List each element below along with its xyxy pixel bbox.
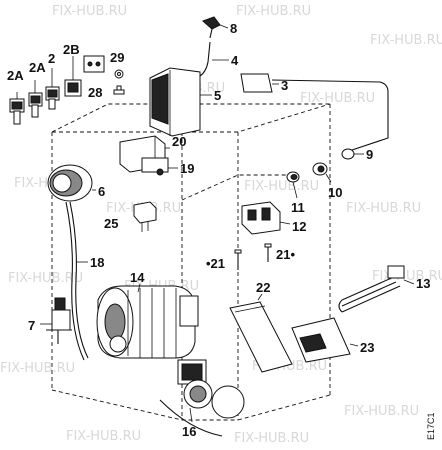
label-7: 7 (28, 318, 35, 333)
pump-16 (159, 359, 245, 437)
label-3: 3 (281, 78, 288, 93)
label-21-left: •21 (206, 256, 225, 271)
sensor-10 (312, 162, 332, 183)
watermark: FIX-HUB.RU (370, 33, 442, 48)
label-11: 11 (291, 200, 305, 215)
label-25: 25 (104, 216, 118, 231)
watermark: FIX-HUB.RU (8, 271, 83, 286)
label-6: 6 (98, 184, 105, 199)
watermark: FIX-HUB.RU (52, 4, 127, 19)
component-19 (141, 157, 178, 176)
label-23: 23 (360, 340, 374, 355)
label-13: 13 (416, 276, 430, 291)
watermark: FIX-HUB.RU (344, 404, 419, 419)
screw-21-left (234, 249, 242, 270)
sensor-9 (341, 148, 364, 160)
label-29: 29 (110, 50, 124, 65)
watermark: FIX-HUB.RU (0, 361, 75, 376)
label-22: 22 (256, 280, 270, 295)
label-8: 8 (230, 21, 237, 36)
clip-8 (202, 16, 229, 39)
module-22 (229, 293, 293, 373)
screw-28 (113, 85, 125, 95)
component-5 (149, 67, 212, 137)
label-20: 20 (172, 134, 186, 149)
label-10: 10 (328, 185, 342, 200)
label-2a-left: 2A (7, 68, 24, 83)
watermark: FIX-HUB.RU (234, 431, 309, 446)
label-28: 28 (88, 85, 102, 100)
label-2a-right: 2A (29, 60, 46, 75)
label-9: 9 (366, 147, 373, 162)
component-25 (133, 201, 157, 232)
watermark: FIX-HUB.RU (236, 4, 311, 19)
label-4: 4 (231, 53, 239, 68)
wire-4 (199, 41, 229, 77)
label-12: 12 (292, 219, 306, 234)
screw-21-right (264, 243, 272, 262)
label-16: 16 (182, 424, 196, 439)
door-lock-12 (241, 201, 291, 235)
motor-14 (96, 283, 199, 359)
selector-switch-2b (64, 55, 105, 97)
circuit-board-23 (291, 317, 359, 363)
selector-switch-2a-left (9, 92, 25, 125)
diagram-code: E17C1 (426, 412, 436, 440)
pressure-switch-6 (47, 164, 96, 202)
watermark: FIX-HUB.RU (66, 429, 141, 444)
watermark: FIX-HUB.RU (244, 179, 319, 194)
watermark: FIX-HUB.RU (300, 91, 375, 106)
component-11 (286, 171, 300, 199)
watermark-layer: FIX-HUB.RU FIX-HUB.RU FIX-HUB.RU FIX-HUB… (0, 4, 442, 446)
label-19: 19 (180, 161, 194, 176)
label-14: 14 (130, 270, 145, 285)
heater-13 (338, 265, 415, 313)
washer-29 (114, 69, 124, 79)
hose-18 (65, 201, 89, 361)
label-21-right: 21• (276, 247, 295, 262)
valve-7 (40, 297, 72, 344)
label-2: 2 (48, 51, 55, 66)
label-2b: 2B (63, 42, 80, 57)
watermark: FIX-HUB.RU (346, 201, 421, 216)
selector-switch-2a-right (28, 80, 43, 118)
label-18: 18 (90, 255, 104, 270)
label-5: 5 (214, 88, 221, 103)
thermostat-3 (240, 73, 389, 151)
selector-switch-2 (45, 68, 60, 110)
